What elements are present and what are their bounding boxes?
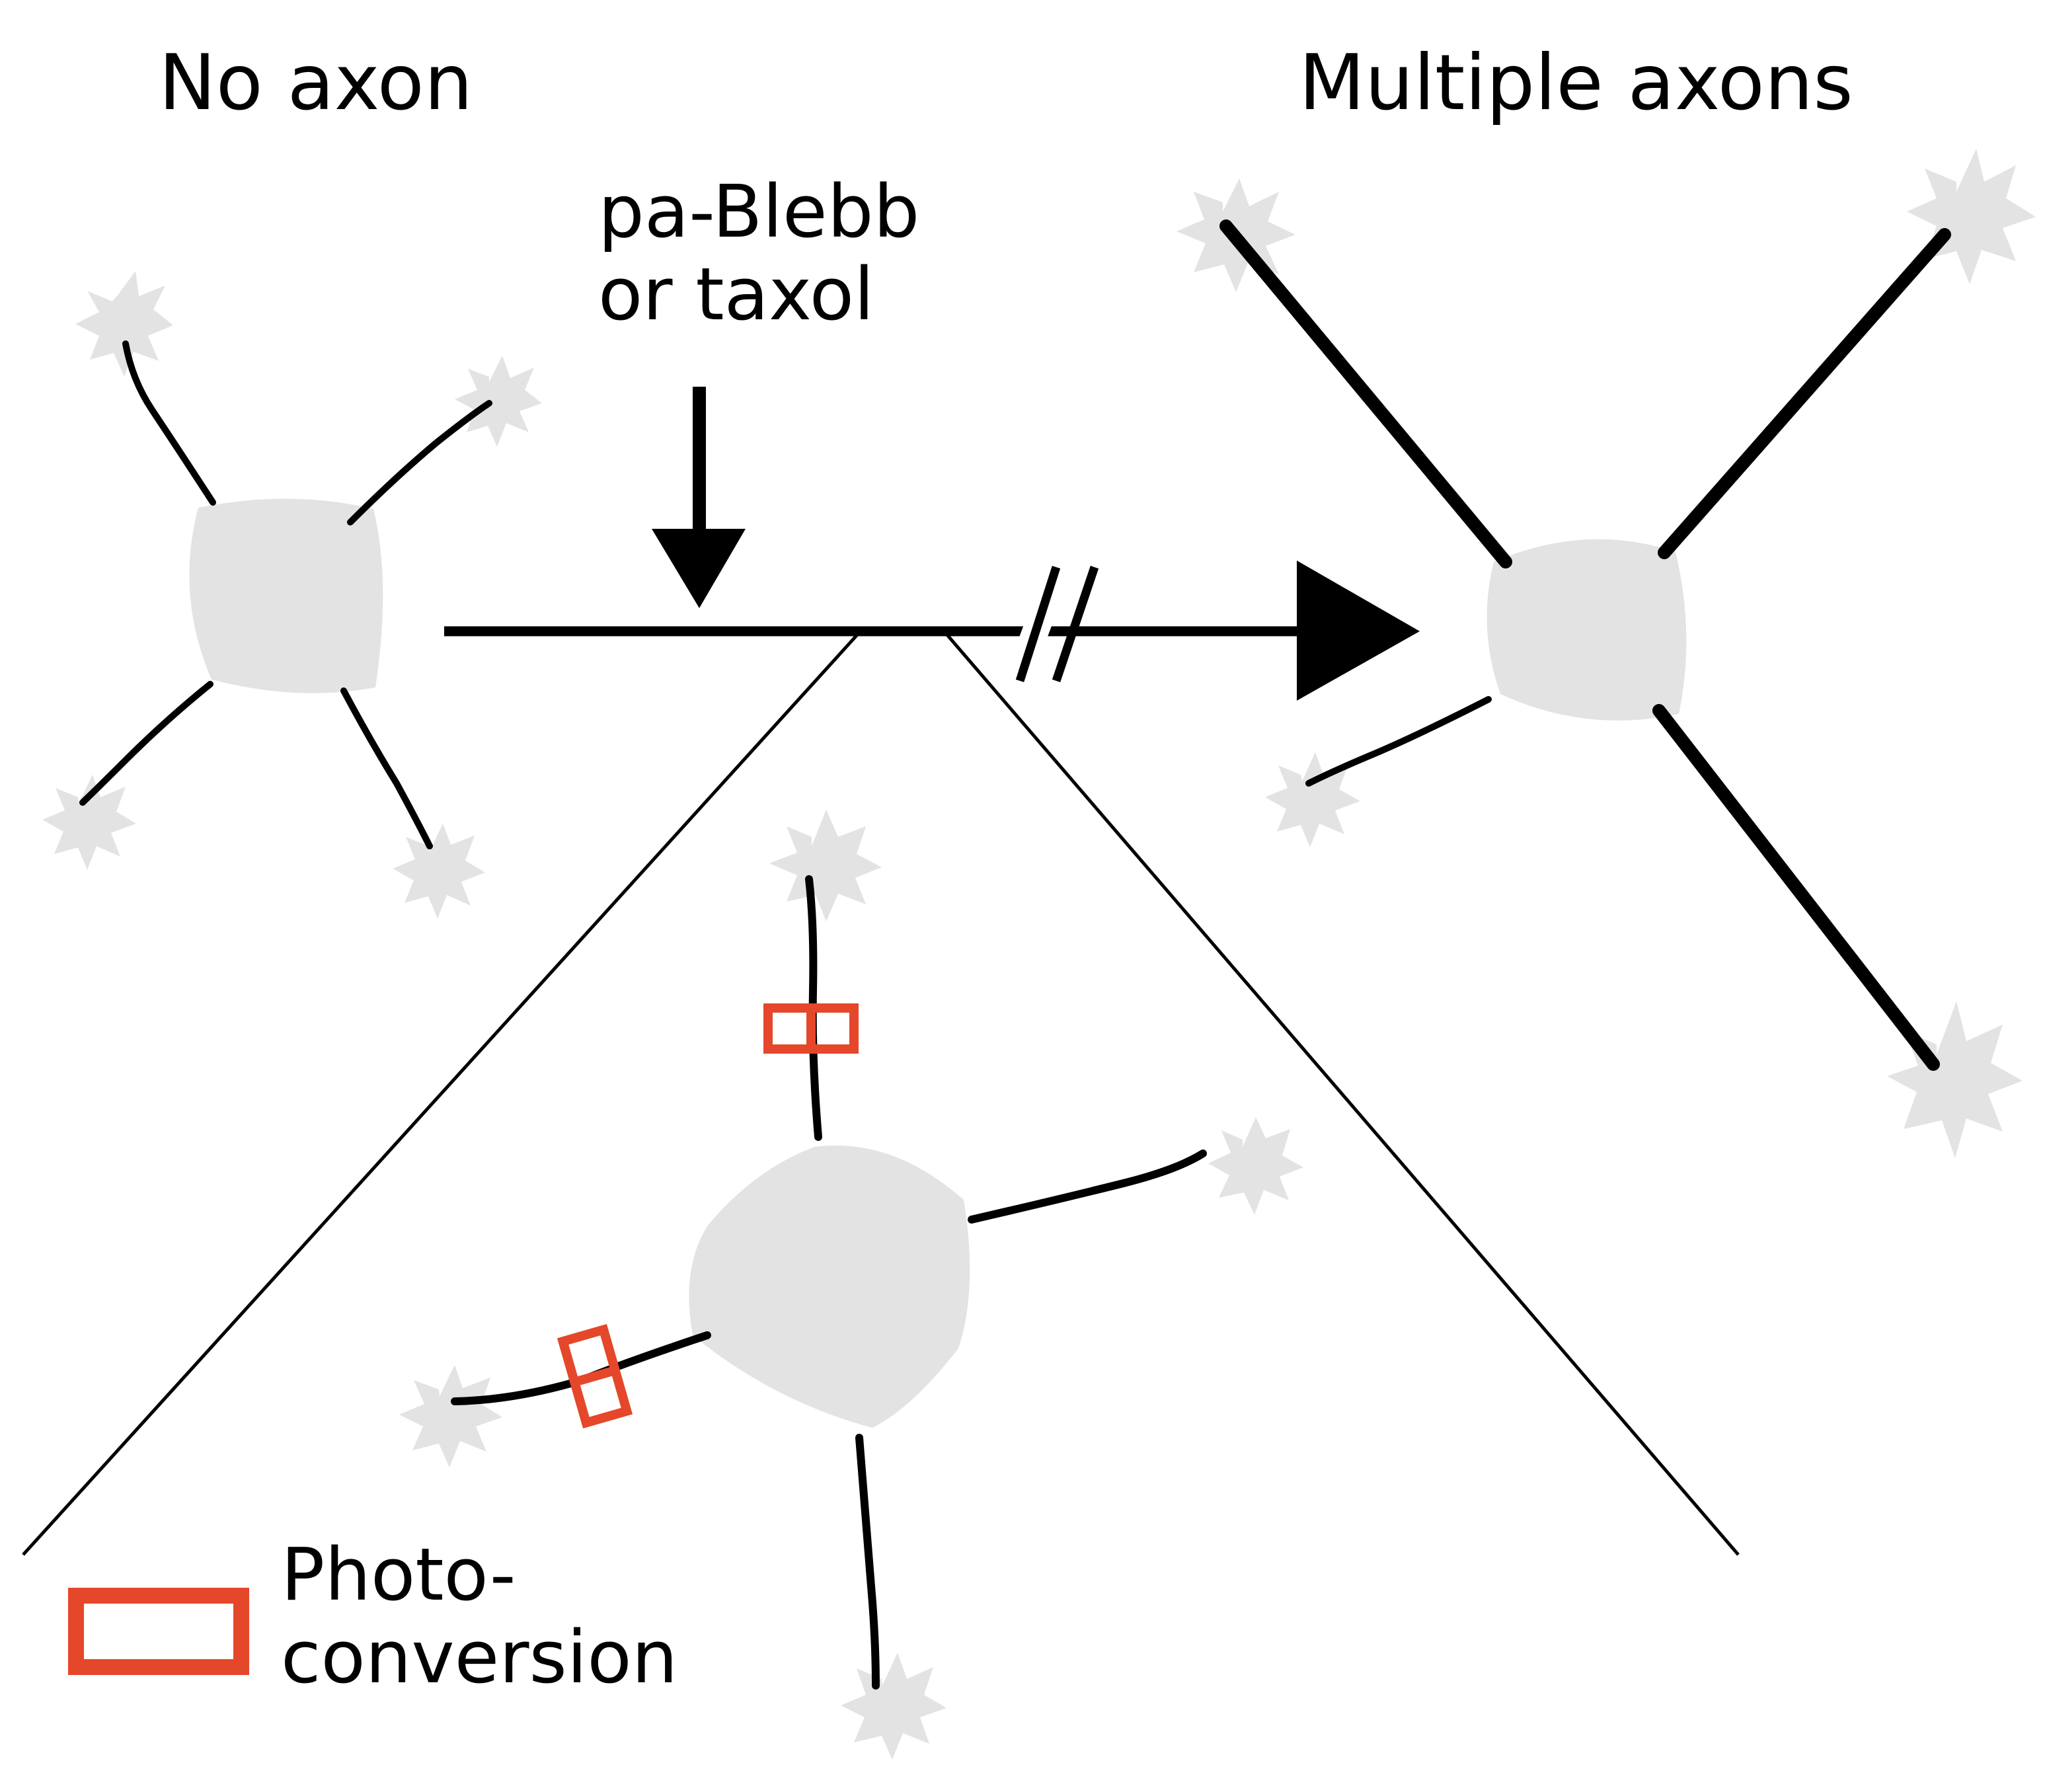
label-treatment-line1: pa-Blebb [598,169,920,254]
growth-cone [393,824,485,919]
cell-body [689,1145,970,1428]
growth-cone [769,810,882,921]
growth-cone [399,1365,502,1467]
growth-cone [42,775,136,870]
neuron-photoconversion [399,810,1303,1760]
axon [1652,704,1940,1071]
neurite [340,687,433,849]
zoom-line-right [944,631,1740,1556]
timeline-break-mark [1004,561,1099,687]
label-multiple-axons: Multiple axons [1299,38,1853,128]
neuron-multiple-axons [1177,149,2036,1158]
legend-label: Photo- conversion [281,1532,678,1700]
axon [1219,219,1512,568]
growth-cone [1265,752,1360,847]
neurite [122,340,216,506]
legend-label-line1: Photo- [281,1532,516,1617]
axon [1658,228,1951,559]
legend-label-line2: conversion [281,1615,678,1700]
cell-body [1486,539,1687,721]
growth-cone [841,1653,946,1760]
legend-photoconversion-swatch [68,1588,249,1675]
treatment-arrowhead [652,529,746,608]
neurite [1305,696,1492,787]
growth-cone [75,271,173,377]
label-treatment-line2: or taxol [598,252,874,337]
growth-cone [455,356,542,447]
neurite [79,681,213,806]
neurite [968,1149,1207,1224]
cell-body [189,498,383,693]
neurite [855,1434,880,1690]
label-treatment: pa-Blebb or taxol [598,169,920,337]
timeline-arrowhead [1297,561,1420,701]
neurite [347,400,492,526]
zoom-line-left [22,631,861,1556]
label-no-axon: No axon [159,38,473,128]
neuron-no-axon [42,271,542,919]
growth-cone [1208,1117,1303,1215]
neurite [805,875,822,1141]
